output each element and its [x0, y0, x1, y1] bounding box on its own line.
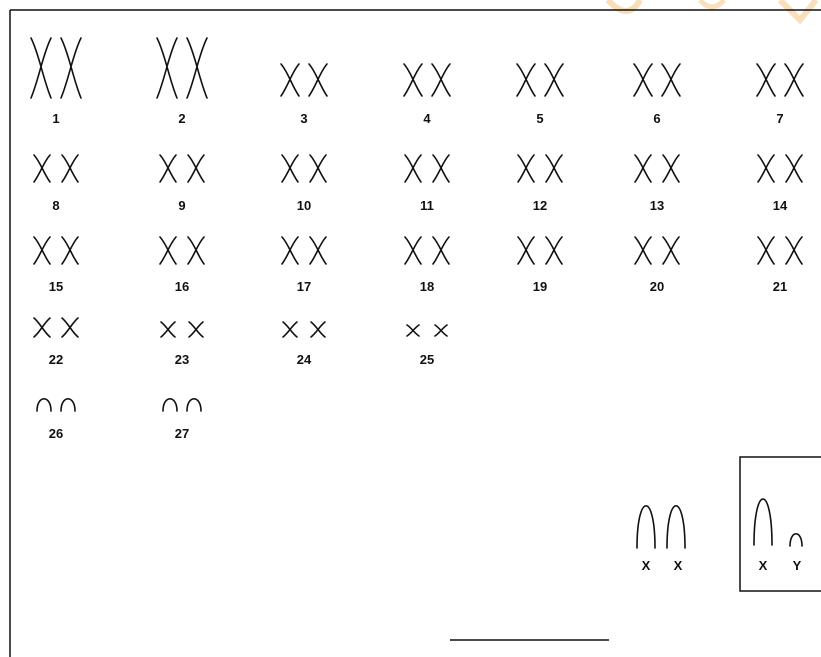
sex-chromosome-x-right [667, 506, 685, 548]
chromosome-27-right [187, 399, 201, 411]
chromosome-14-right [786, 155, 802, 182]
chromosome-9-left [160, 155, 176, 182]
chromosome-3-right [309, 64, 327, 96]
chromosome-7-left [757, 64, 775, 96]
chromosome-label-25: 25 [420, 352, 434, 367]
chromosome-22-right [62, 318, 78, 337]
chromosome-1-right [61, 38, 81, 98]
chromosome-label-19: 19 [533, 279, 547, 294]
chromosome-label-4: 4 [423, 111, 430, 126]
chromosome-26-right [61, 399, 75, 411]
chromosome-label-16: 16 [175, 279, 189, 294]
chromosome-22-left [34, 318, 50, 337]
chromosome-label-3: 3 [300, 111, 307, 126]
chromosome-15-right [62, 237, 78, 264]
chromosome-label-24: 24 [297, 352, 311, 367]
chromosome-19-right [546, 237, 562, 264]
chromosome-16-right [188, 237, 204, 264]
chromosome-label-13: 13 [650, 198, 664, 213]
chromosome-5-left [517, 64, 535, 96]
chromosome-8-right [62, 155, 78, 182]
chromosome-20-left [635, 237, 651, 264]
chromosome-label-11: 11 [420, 198, 434, 213]
chromosome-label-17: 17 [297, 279, 311, 294]
chromosome-label-6: 6 [653, 111, 660, 126]
chromosome-25-left [407, 325, 419, 336]
chromosome-18-right [433, 237, 449, 264]
chromosome-5-right [545, 64, 563, 96]
chromosome-label-5: 5 [536, 111, 543, 126]
sex-label-x-left: X [642, 558, 651, 573]
sex-chromosome-y [790, 534, 802, 546]
chromosome-label-22: 22 [49, 352, 63, 367]
chromosome-19-left [518, 237, 534, 264]
chromosome-12-right [546, 155, 562, 182]
chromosome-27-left [163, 399, 177, 411]
chromosome-13-left [635, 155, 651, 182]
chromosome-label-8: 8 [52, 198, 59, 213]
sex-label-male-x: X [759, 558, 768, 573]
chromosome-21-left [758, 237, 774, 264]
chromosome-7-right [785, 64, 803, 96]
chromosome-label-21: 21 [773, 279, 787, 294]
chromosome-label-1: 1 [52, 111, 59, 126]
chromosome-label-27: 27 [175, 426, 189, 441]
chromosome-label-26: 26 [49, 426, 63, 441]
chromosome-4-left [404, 64, 422, 96]
chromosome-24-right [311, 322, 325, 337]
sex-label-y: Y [793, 558, 802, 573]
chromosome-label-7: 7 [776, 111, 783, 126]
chromosome-6-right [662, 64, 680, 96]
chromosome-label-12: 12 [533, 198, 547, 213]
chromosome-23-right [189, 322, 203, 337]
chromosome-26-left [37, 399, 51, 411]
chromosome-21-right [786, 237, 802, 264]
chromosome-17-left [282, 237, 298, 264]
chromosome-2-right [187, 38, 207, 98]
chromosome-23-left [161, 322, 175, 337]
chromosome-1-left [31, 38, 51, 98]
sex-chromosome-x-left [637, 506, 655, 548]
sex-label-x-right: X [674, 558, 683, 573]
chromosome-11-left [405, 155, 421, 182]
chromosome-label-23: 23 [175, 352, 189, 367]
chromosome-11-right [433, 155, 449, 182]
chromosome-label-10: 10 [297, 198, 311, 213]
chromosome-label-14: 14 [773, 198, 787, 213]
chromosome-3-left [281, 64, 299, 96]
chromosome-8-left [34, 155, 50, 182]
chromosome-17-right [310, 237, 326, 264]
chromosome-label-18: 18 [420, 279, 434, 294]
chromosome-12-left [518, 155, 534, 182]
chromosome-label-20: 20 [650, 279, 664, 294]
chromosome-10-left [282, 155, 298, 182]
chromosome-6-left [634, 64, 652, 96]
chromosome-20-right [663, 237, 679, 264]
chromosome-14-left [758, 155, 774, 182]
chromosome-25-right [435, 325, 447, 336]
chromosome-2-left [157, 38, 177, 98]
chromosome-24-left [283, 322, 297, 337]
chromosome-label-15: 15 [49, 279, 63, 294]
chromosome-16-left [160, 237, 176, 264]
chromosome-18-left [405, 237, 421, 264]
chromosome-10-right [310, 155, 326, 182]
chromosome-9-right [188, 155, 204, 182]
chromosome-4-right [432, 64, 450, 96]
chromosome-15-left [34, 237, 50, 264]
male-sex-chromosome-box [740, 457, 821, 591]
sex-chromosome-male-x [754, 499, 772, 545]
chromosome-label-2: 2 [178, 111, 185, 126]
chromosome-13-right [663, 155, 679, 182]
chromosome-label-9: 9 [178, 198, 185, 213]
